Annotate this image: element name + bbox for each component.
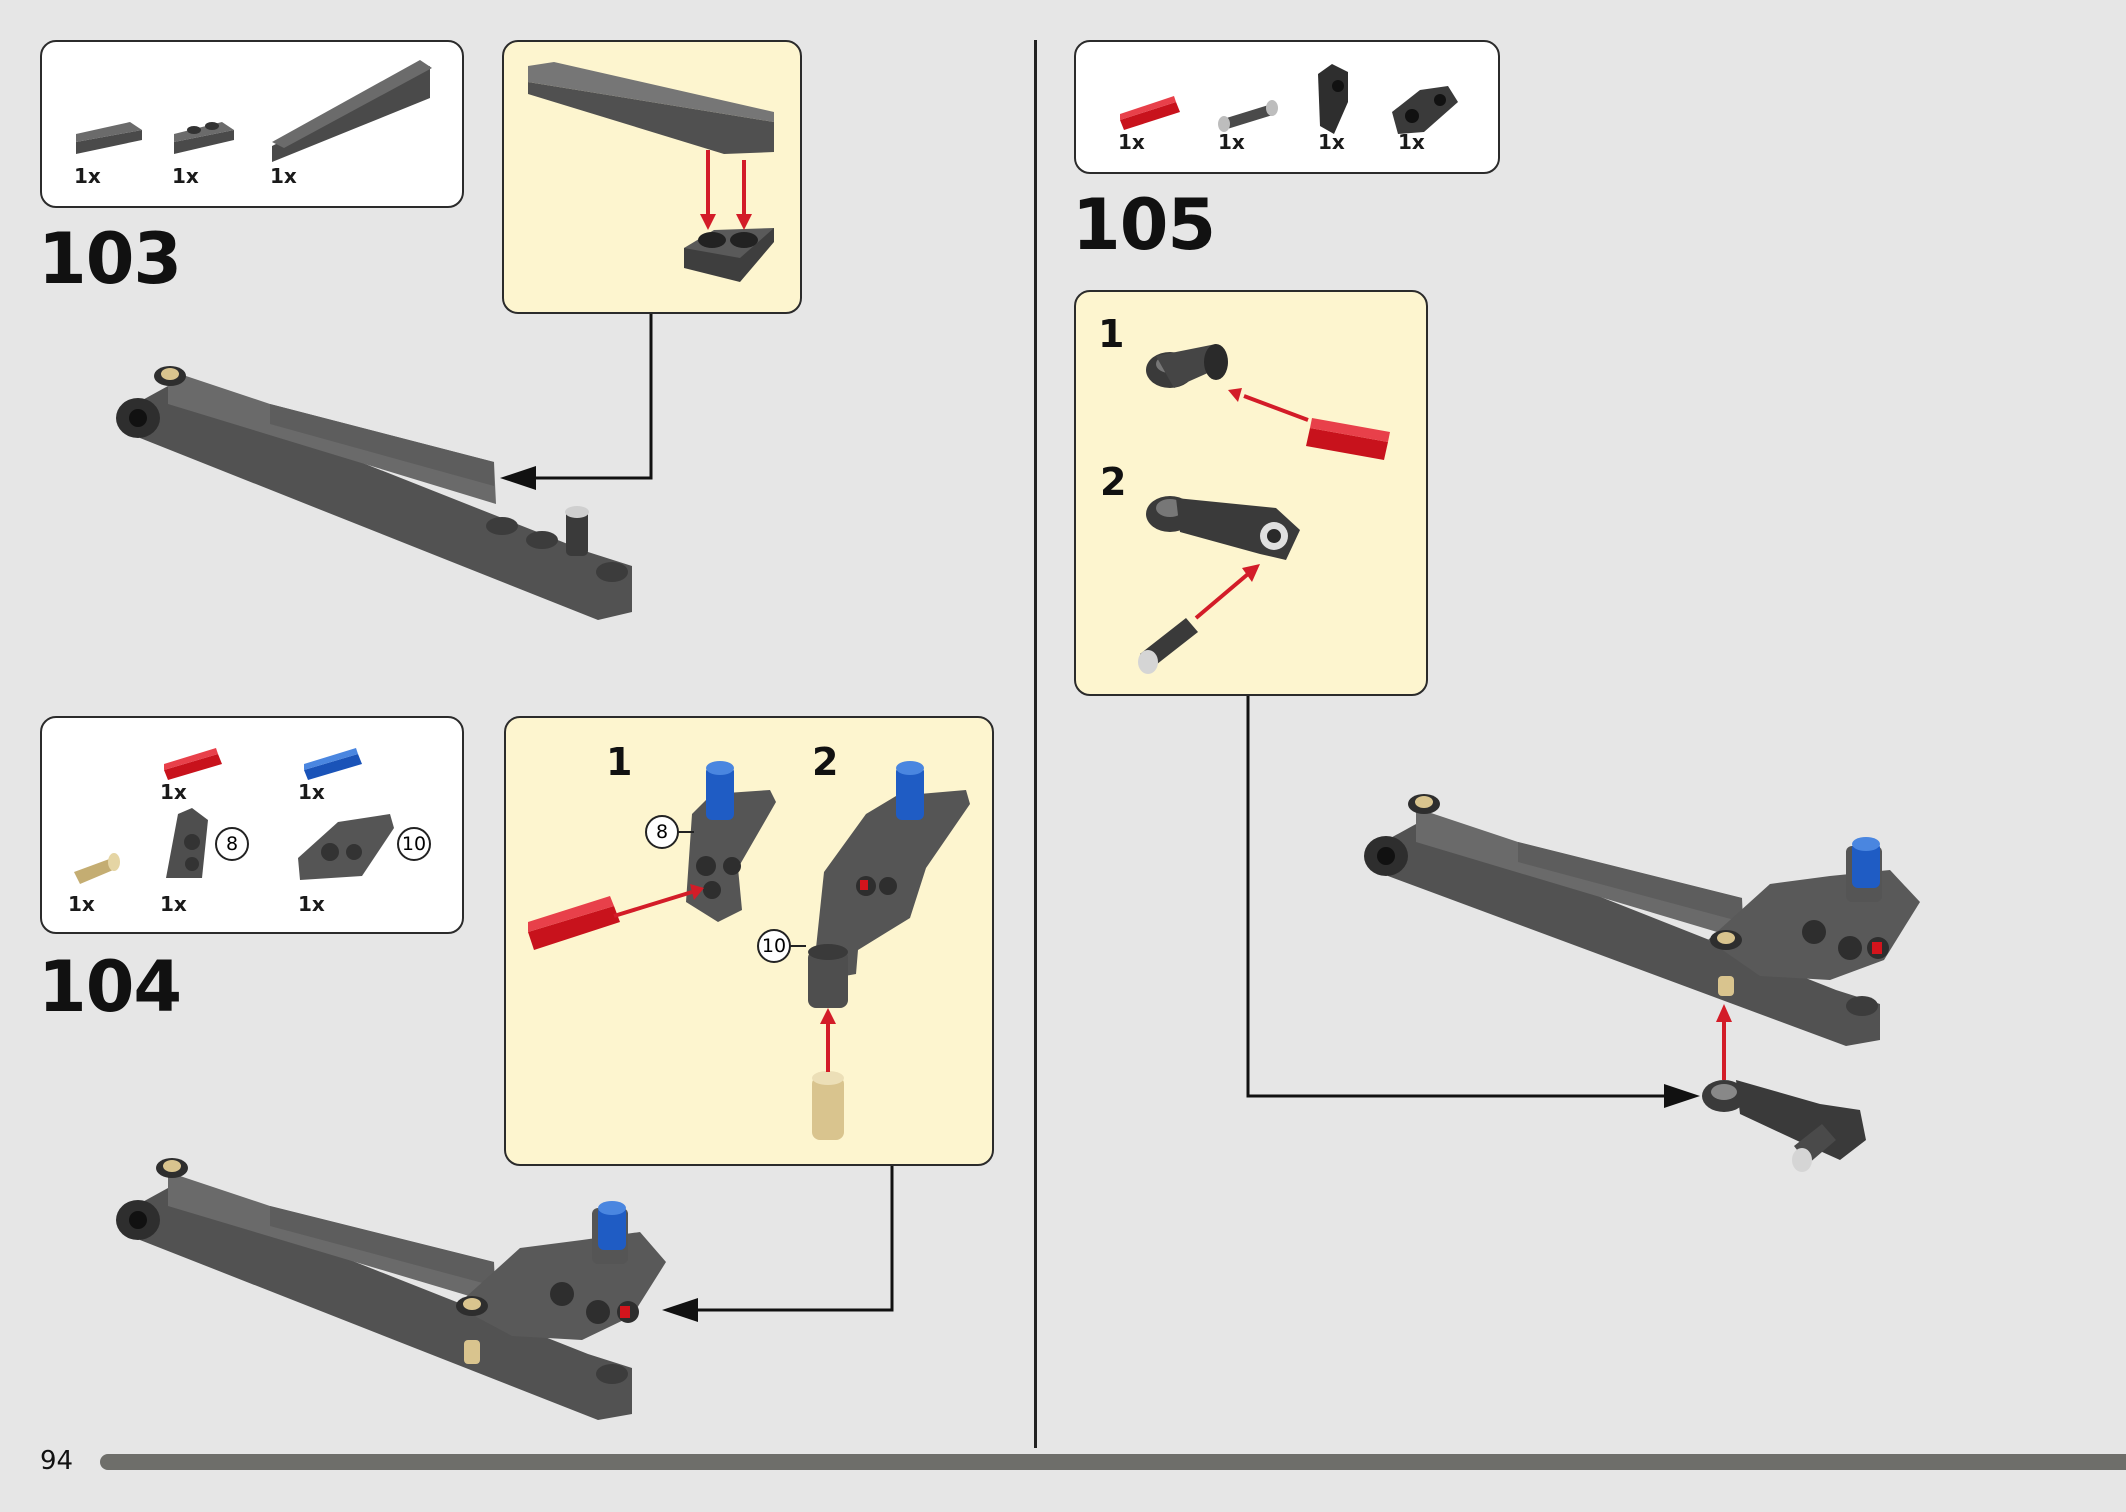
step-number: 103 xyxy=(38,218,182,300)
wedge-slope-icon xyxy=(528,62,774,154)
step-104-callout: 8 10 1 2 xyxy=(504,716,994,1166)
part-qty: 1x xyxy=(74,164,101,188)
red-axle-pin-icon xyxy=(1120,96,1180,130)
black-connector-icon xyxy=(166,808,208,878)
step-105-arm-model xyxy=(1364,794,1920,1172)
step-105-parts-art xyxy=(1120,64,1458,134)
step-104-callout-art: 8 10 xyxy=(528,761,970,1140)
red-axle-pin-icon xyxy=(164,748,222,780)
page-number: 94 xyxy=(40,1446,74,1476)
assembly-arrow-icon xyxy=(1228,388,1309,422)
part-qty: 1x xyxy=(68,892,95,916)
part-qty: 1x xyxy=(1398,130,1425,154)
callout-connector-line xyxy=(520,314,1672,1312)
part-qty: 1x xyxy=(298,892,325,916)
part-qty: 1x xyxy=(172,164,199,188)
step-103-parts-box: 1x 1x 1x xyxy=(40,40,464,208)
black-connector-icon xyxy=(1146,344,1228,388)
assembly-arrow-icon xyxy=(1716,1004,1732,1080)
step-number: 105 xyxy=(1072,184,1216,266)
assembly-arrow-icon xyxy=(500,466,1700,1322)
callout-label: 10 xyxy=(762,935,786,957)
tan-pin-icon xyxy=(74,853,120,884)
tile-1x2-icon xyxy=(76,122,142,154)
step-number: 104 xyxy=(38,946,182,1028)
substep-number: 2 xyxy=(1100,460,1127,504)
step-103-callout-art xyxy=(528,62,774,282)
substep-number: 1 xyxy=(606,740,633,784)
substep-number: 2 xyxy=(812,740,839,784)
part-callout-number: 10 xyxy=(402,833,426,855)
callout-label: 8 xyxy=(656,821,668,843)
black-bent-connector-icon xyxy=(1392,86,1458,134)
step-103-arm-model xyxy=(116,366,632,620)
connector-subassembly-icon xyxy=(686,761,776,922)
part-qty: 1x xyxy=(160,892,187,916)
column-divider xyxy=(1034,40,1037,1448)
tan-pin-icon xyxy=(812,1071,844,1140)
blue-axle-pin-icon xyxy=(304,748,362,780)
step-105-callout: 1 2 xyxy=(1074,290,1428,696)
plate-1x2-icon xyxy=(174,122,234,154)
progress-bar xyxy=(100,1454,2126,1470)
gray-connector-icon xyxy=(298,814,394,880)
part-qty: 1x xyxy=(1318,130,1345,154)
red-axle-pin-icon xyxy=(528,896,620,950)
connector-subassembly-icon xyxy=(808,761,970,1008)
gray-pin-icon xyxy=(1138,618,1198,674)
step-105-callout-art xyxy=(1138,344,1390,674)
step-104-parts-box: 8 10 1x 1x 1x 1x 1x xyxy=(40,716,464,934)
assembly-arrow-icon xyxy=(820,1008,836,1072)
part-callout-number: 8 xyxy=(226,833,238,855)
assembly-arrow-icon xyxy=(613,884,704,918)
part-qty: 1x xyxy=(270,164,297,188)
gray-pin-icon xyxy=(1218,100,1278,132)
assembly-arrow-icon xyxy=(1194,564,1260,620)
plate-1x2-icon xyxy=(684,228,774,282)
wedge-slope-icon xyxy=(272,60,432,162)
assembly-arrow-icon xyxy=(700,150,752,230)
part-qty: 1x xyxy=(1218,130,1245,154)
part-qty: 1x xyxy=(1118,130,1145,154)
step-104-arm-model xyxy=(116,1158,666,1420)
black-connector-icon xyxy=(1318,64,1348,134)
part-qty: 1x xyxy=(298,780,325,804)
step-104-parts-art: 8 10 xyxy=(74,748,431,884)
substep-number: 1 xyxy=(1098,312,1125,356)
step-103-parts-art xyxy=(76,60,432,162)
part-qty: 1x xyxy=(160,780,187,804)
red-axle-pin-icon xyxy=(1306,418,1390,460)
bent-connector-subassembly-icon xyxy=(1146,496,1300,560)
step-105-parts-box: 1x 1x 1x 1x xyxy=(1074,40,1500,174)
step-103-callout xyxy=(502,40,802,314)
